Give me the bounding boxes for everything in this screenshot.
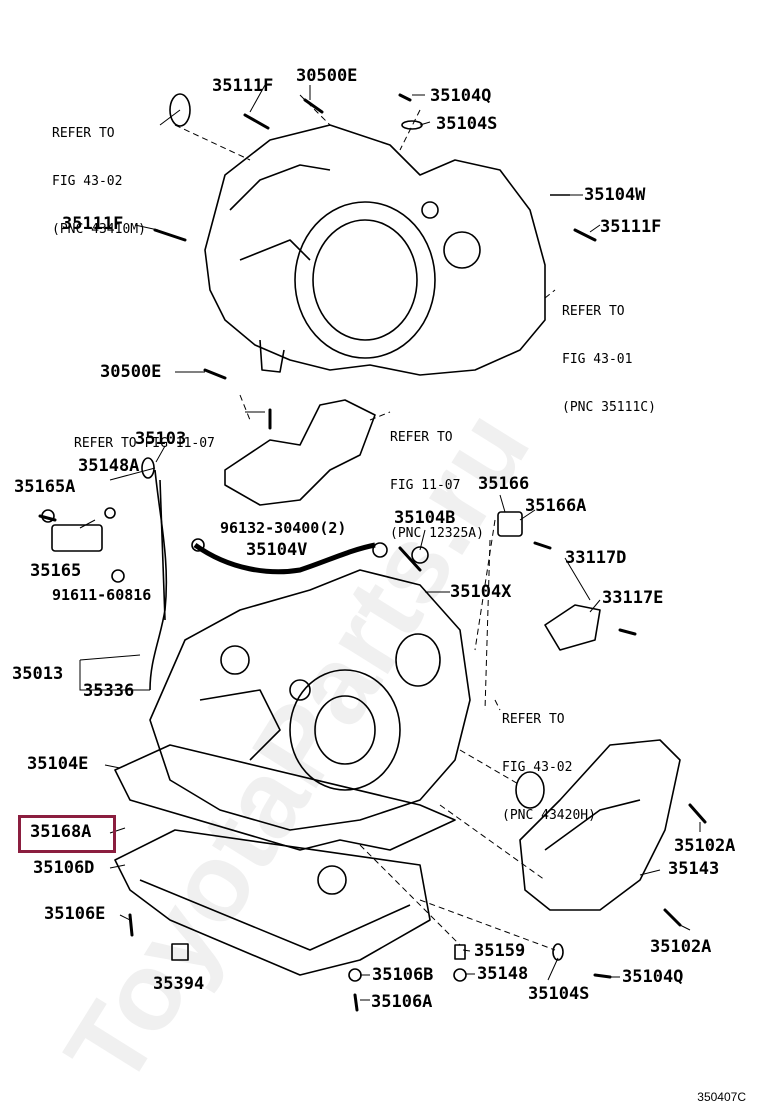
part-label[interactable]: 35104S bbox=[528, 984, 590, 1004]
part-label[interactable]: 35102A bbox=[674, 836, 736, 856]
sensor-33117-drawing bbox=[544, 604, 601, 651]
part-label[interactable]: 96132-30400(2) bbox=[220, 519, 347, 537]
part-label[interactable]: 30500E bbox=[100, 362, 162, 382]
part-label-35168A[interactable]: 35168A bbox=[30, 822, 92, 842]
part-label[interactable]: 35111F bbox=[212, 76, 274, 96]
part-label[interactable]: 35104Q bbox=[430, 86, 492, 106]
reference-note-12325A: REFER TO FIG 11-07 (PNC 12325A) bbox=[390, 398, 484, 558]
part-label[interactable]: 35103 bbox=[135, 429, 187, 449]
reference-line: FIG 43-01 bbox=[562, 352, 633, 367]
oil-pan-drawing bbox=[114, 829, 431, 976]
reference-note-fig-11-07: REFER TO FIG 11-07 bbox=[74, 404, 215, 468]
reference-line: FIG 11-07 bbox=[390, 478, 461, 493]
side-cover-drawing bbox=[519, 739, 681, 911]
part-label[interactable]: 35143 bbox=[668, 859, 720, 879]
reference-line: REFER TO FIG 11-07 bbox=[74, 436, 215, 451]
reference-line: (PNC 43420H) bbox=[502, 808, 596, 823]
part-label[interactable]: 35394 bbox=[153, 974, 205, 994]
reference-line: REFER TO bbox=[562, 304, 625, 319]
part-label[interactable]: 35165 bbox=[30, 561, 82, 581]
reference-line: FIG 43-02 bbox=[502, 760, 573, 775]
part-label[interactable]: 35106D bbox=[33, 858, 95, 878]
sensor-35166-drawing bbox=[497, 511, 523, 537]
part-label[interactable]: 35102A bbox=[650, 937, 712, 957]
part-label[interactable]: 91611-60816 bbox=[52, 586, 152, 604]
part-label[interactable]: 35336 bbox=[83, 681, 135, 701]
part-label[interactable]: 35106A bbox=[371, 992, 433, 1012]
hose-drawing bbox=[193, 542, 376, 575]
part-label[interactable]: 33117E bbox=[602, 588, 664, 608]
part-label[interactable]: 35104W bbox=[584, 185, 646, 205]
reference-note-43410M: REFER TO FIG 43-02 (PNC 43410M) bbox=[52, 94, 146, 254]
part-label[interactable]: 35013 bbox=[12, 664, 64, 684]
part-label[interactable]: 35111F bbox=[62, 214, 124, 234]
part-label[interactable]: 33117D bbox=[565, 548, 627, 568]
part-label[interactable]: 35148 bbox=[477, 964, 529, 984]
part-label[interactable]: 35106E bbox=[44, 904, 106, 924]
part-label[interactable]: 35166A bbox=[525, 496, 587, 516]
part-label[interactable]: 35148A bbox=[78, 456, 140, 476]
reference-line: FIG 43-02 bbox=[52, 174, 123, 189]
part-label[interactable]: 35166 bbox=[478, 474, 530, 494]
reference-note-35111C: REFER TO FIG 43-01 (PNC 35111C) bbox=[562, 272, 656, 432]
oil-pan-gasket-drawing bbox=[114, 744, 456, 851]
part-label[interactable]: 35104V bbox=[246, 540, 308, 560]
reference-line: REFER TO bbox=[390, 430, 453, 445]
transaxle-case-drawing bbox=[149, 569, 471, 831]
reference-note-43420H: REFER TO FIG 43-02 (PNC 43420H) bbox=[502, 680, 596, 840]
transaxle-housing-drawing bbox=[204, 124, 546, 376]
reference-line: (PNC 12325A) bbox=[390, 526, 484, 541]
selected-part-highlight bbox=[18, 815, 116, 853]
part-label[interactable]: 35106B bbox=[372, 965, 434, 985]
part-label[interactable]: 35159 bbox=[474, 941, 526, 961]
figure-id: 350407C bbox=[697, 1090, 746, 1104]
part-label[interactable]: 35104X bbox=[450, 582, 512, 602]
part-label[interactable]: 35104B bbox=[394, 508, 456, 528]
part-label[interactable]: 35111F bbox=[600, 217, 662, 237]
reference-line: (PNC 43410M) bbox=[52, 222, 146, 237]
part-label[interactable]: 35104Q bbox=[622, 967, 684, 987]
reference-line: REFER TO bbox=[502, 712, 565, 727]
part-label[interactable]: 35104E bbox=[27, 754, 89, 774]
reference-line: REFER TO bbox=[52, 126, 115, 141]
bracket-35165-drawing bbox=[51, 524, 103, 552]
part-label[interactable]: 30500E bbox=[296, 66, 358, 86]
part-label[interactable]: 35104S bbox=[436, 114, 498, 134]
reference-line: (PNC 35111C) bbox=[562, 400, 656, 415]
bracket-drawing bbox=[224, 399, 376, 506]
part-label[interactable]: 35165A bbox=[14, 477, 76, 497]
